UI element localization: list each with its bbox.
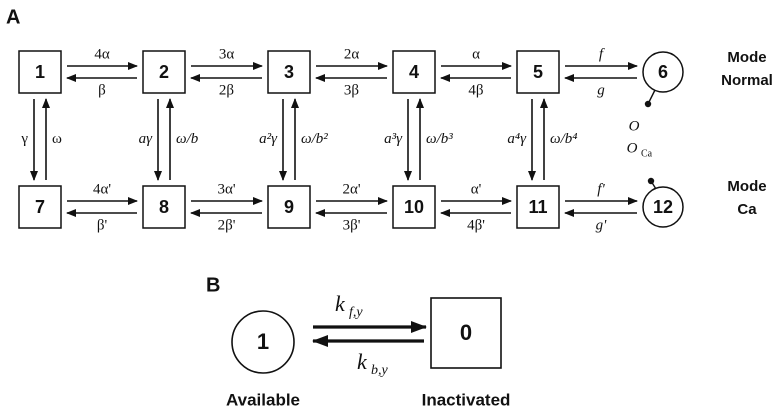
inactivated-state-label: Inactivated [422,390,511,409]
state-4-box [392,50,436,94]
open-normal-pointer-dot [644,100,652,108]
normal-backward-rate-1: β [98,82,106,98]
state-11-box [516,185,560,229]
mode-normal-label-line-1: Mode [727,49,766,66]
normal-forward-rate-4: α [472,46,480,62]
state-3-box [267,50,311,94]
vertical-up-rate-5: ω/b⁴ [550,131,577,147]
ca-backward-rate-3: 3β' [343,217,361,233]
state-5-box [516,50,560,94]
backward-rate-subscript: b,y [371,363,389,378]
state-1-box [18,50,62,94]
mode-ca-label-line-1: Mode [727,178,766,195]
ca-forward-rate-5: f' [597,181,605,197]
state-12-label: 12 [653,197,673,217]
state-9-box [267,185,311,229]
vertical-down-rate-3: a²γ [259,131,278,147]
available-state-circle [231,310,295,374]
forward-rate-subscript: f,y [349,305,363,320]
open-ca-subscript: Ca [641,148,653,159]
vertical-down-rate-1: γ [20,131,28,147]
state-1-label: 1 [35,62,45,82]
ca-backward-rate-2: 2β' [218,217,236,233]
state-2-box [142,50,186,94]
state-12-circle [642,186,684,228]
open-ca-pointer-dot [647,177,655,185]
state-7-label: 7 [35,197,45,217]
panel-a-letter: A [6,6,20,28]
state-10-box [392,185,436,229]
ca-forward-rate-3: 2α' [342,181,360,197]
normal-backward-rate-3: 3β [344,82,359,98]
panel-b-letter: B [206,274,220,296]
state-6-circle [642,51,684,93]
available-state-label: Available [226,390,300,409]
state-4-label: 4 [409,62,419,82]
state-11-label: 11 [528,197,547,217]
state-3-label: 3 [284,62,294,82]
state-10-label: 10 [404,197,424,217]
vertical-down-rate-4: a³γ [384,131,403,147]
ca-backward-rate-5: g' [596,217,608,233]
state-6-label: 6 [658,62,668,82]
open-normal-label: O [629,118,640,134]
state-8-box [142,185,186,229]
vertical-up-rate-2: ω/b [176,131,199,147]
open-ca-label: O [627,140,638,156]
mode-normal-label-line-2: Normal [721,72,773,89]
vertical-down-rate-2: aγ [139,131,154,147]
normal-backward-rate-2: 2β [219,82,234,98]
mode-ca-label-line-2: Ca [737,201,757,218]
ca-backward-rate-1: β' [97,217,108,233]
normal-backward-rate-4: 4β [468,82,483,98]
ca-forward-rate-4: α' [471,181,482,197]
vertical-up-rate-4: ω/b³ [426,131,453,147]
ca-backward-rate-4: 4β' [467,217,485,233]
state-9-label: 9 [284,197,294,217]
state-2-label: 2 [159,62,169,82]
normal-backward-rate-5: g [597,82,605,98]
normal-forward-rate-2: 3α [219,46,235,62]
state-7-box [18,185,62,229]
vertical-up-rate-1: ω [52,131,62,147]
ca-forward-rate-1: 4α' [93,181,111,197]
inactivated-state-id: 0 [460,320,472,345]
vertical-down-rate-5: a⁴γ [507,131,527,147]
normal-forward-rate-5: f [599,46,605,62]
available-state-id: 1 [257,329,269,354]
forward-rate-base: k [335,291,346,316]
state-8-label: 8 [159,197,169,217]
state-5-label: 5 [533,62,543,82]
inactivated-state-box [430,297,502,369]
normal-forward-rate-3: 2α [344,46,360,62]
backward-rate-base: k [357,349,368,374]
normal-forward-rate-1: 4α [94,46,110,62]
vertical-up-rate-3: ω/b² [301,131,328,147]
ca-forward-rate-2: 3α' [217,181,235,197]
